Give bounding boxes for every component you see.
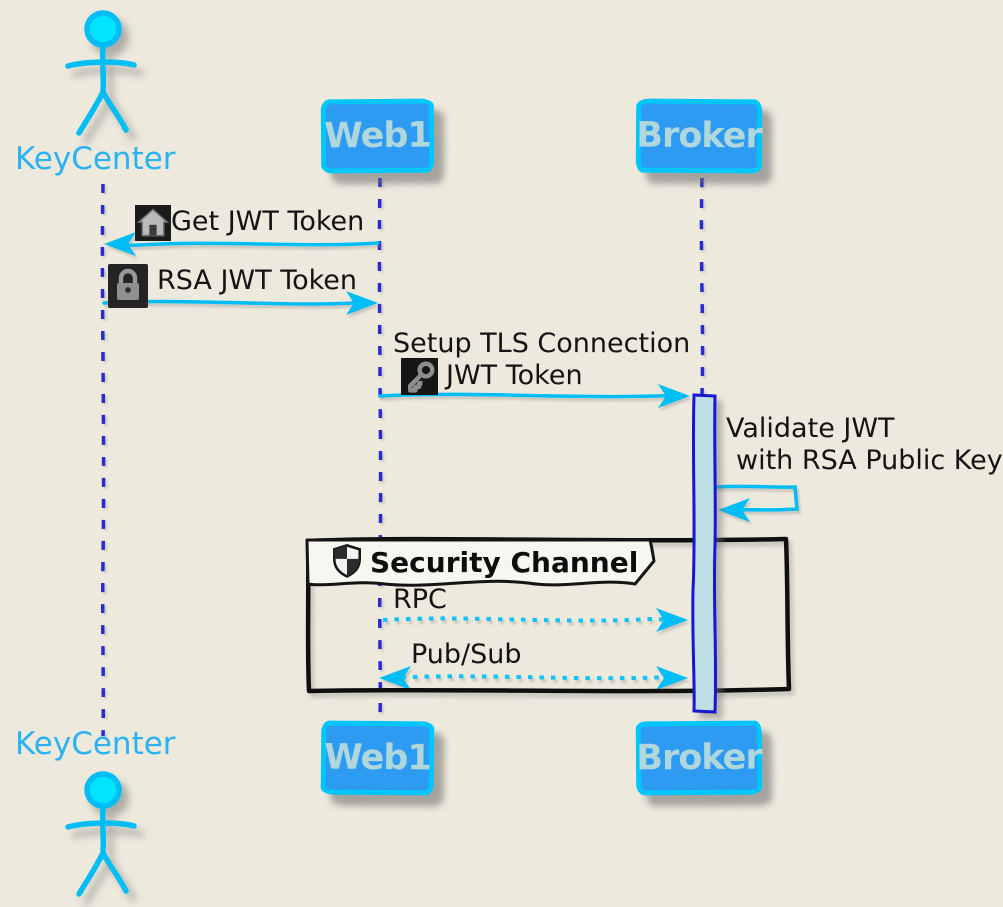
message-rpc: RPC: [393, 584, 447, 615]
actor-head: [84, 771, 122, 809]
participant-broker-bottom: Broker: [635, 720, 763, 796]
arrowhead-right-rpc: [656, 608, 688, 632]
actor-body: [99, 43, 107, 95]
message-rsa-jwt-token: RSA JWT Token: [157, 265, 358, 296]
actor-leg-right: [100, 89, 129, 133]
arrowhead-right-setup-tls: [658, 384, 690, 408]
participant-web1-bottom: Web1: [320, 720, 435, 796]
actor-leg-right: [100, 850, 129, 894]
actor-label-keycenter-top: KeyCenter: [15, 141, 176, 177]
actor-body: [99, 804, 107, 856]
message-validate-jwt-line1: Validate JWT: [726, 413, 895, 444]
message-validate-jwt-line2: with RSA Public Key: [736, 445, 1003, 476]
arrow-pubsub: [389, 674, 671, 681]
shield-icon: [331, 543, 363, 578]
participant-label: Broker: [636, 115, 762, 157]
message-get-jwt-token: Get JWT Token: [171, 206, 365, 237]
lifeline-keycenter: [100, 183, 106, 737]
activation-bar-broker: [691, 393, 718, 714]
actor-keycenter-top: [65, 10, 137, 136]
actor-arms: [65, 59, 137, 69]
arrowhead-left-validate: [718, 498, 750, 522]
arrow-self-validate: [715, 484, 799, 512]
arrow-rpc: [382, 616, 679, 623]
actor-leg-left: [76, 850, 106, 897]
security-channel-label-shape: [305, 538, 656, 587]
actor-keycenter-bottom: [65, 771, 137, 897]
arrowhead-left-pubsub: [379, 666, 411, 690]
participant-label: Web1: [324, 115, 431, 157]
participant-web1-top: Web1: [320, 98, 435, 174]
arrowhead-right-pubsub: [656, 666, 688, 690]
lifeline-web1: [377, 177, 383, 721]
participant-label: Web1: [324, 737, 431, 779]
message-setup-tls-line2: JWT Token: [446, 360, 583, 391]
key-icon: [401, 358, 438, 395]
participant-label: Broker: [636, 737, 762, 779]
arrowhead-right-rsa-jwt: [346, 291, 378, 315]
lock-icon: [108, 263, 148, 309]
actor-arms: [65, 820, 137, 830]
arrowhead-left-get-jwt: [104, 232, 136, 256]
security-channel-title: Security Channel: [370, 546, 639, 579]
actor-head: [84, 10, 122, 48]
actor-label-keycenter-bottom: KeyCenter: [15, 726, 176, 762]
actor-leg-left: [76, 89, 106, 136]
message-pubsub: Pub/Sub: [411, 639, 522, 670]
participant-broker-top: Broker: [635, 98, 763, 174]
message-setup-tls-line1: Setup TLS Connection: [393, 328, 691, 359]
home-icon: [135, 205, 171, 241]
arrow-get-jwt: [108, 241, 380, 248]
